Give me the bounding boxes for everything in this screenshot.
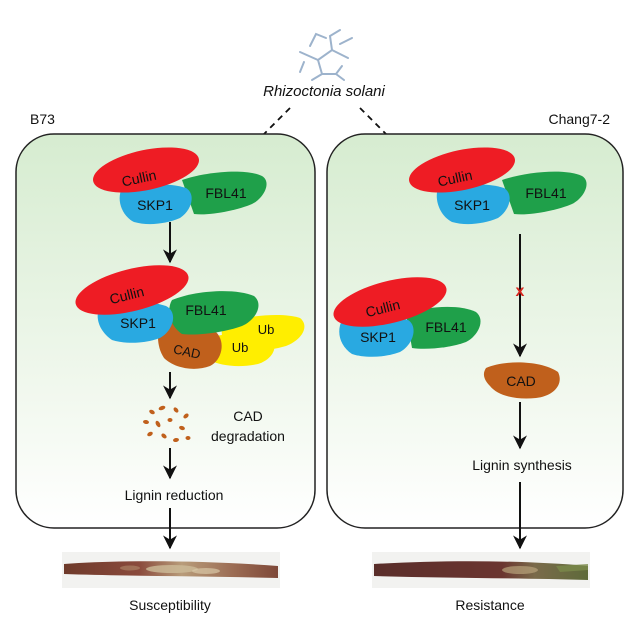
cullin-shape (409, 147, 515, 193)
healthy-stem-photo (372, 552, 590, 588)
cullin-label: Cullin (120, 167, 158, 190)
fbl41-label: FBL41 (205, 185, 246, 201)
lignin-reduction-label: Lignin reduction (125, 487, 224, 503)
right-top-complex: Cullin SKP1 FBL41 (409, 147, 587, 225)
left-top-complex: Cullin SKP1 FBL41 (93, 147, 267, 225)
cad-shape (483, 362, 560, 399)
cullin-shape (93, 147, 199, 193)
right-panel-title: Chang7-2 (549, 111, 611, 127)
cad-label: CAD (506, 373, 536, 389)
skp1-shape (436, 184, 510, 225)
ub-label-1: Ub (258, 322, 275, 337)
skp1-label: SKP1 (137, 197, 173, 213)
skp1-label: SKP1 (120, 315, 156, 331)
cullin-shape (333, 277, 447, 327)
cullin-label: Cullin (436, 167, 474, 190)
right-side-complex: Cullin SKP1 FBL41 (333, 277, 481, 357)
ub-label-2: Ub (232, 340, 249, 355)
pathogen-label: Rhizoctonia solani (263, 83, 385, 100)
blocked-mark: x (516, 283, 525, 300)
fungal-hyphae-icon (299, 29, 353, 81)
cad-degradation-label-line1: CAD (233, 408, 263, 424)
cad-label: CAD (172, 341, 202, 361)
ub-shape-2 (205, 333, 275, 367)
resistance-label: Resistance (455, 597, 524, 613)
fbl41-shape (502, 171, 587, 215)
left-bound-complex: Cullin SKP1 FBL41 CAD Ub Ub (75, 265, 305, 369)
fbl41-shape (182, 171, 267, 215)
fbl41-label: FBL41 (425, 319, 466, 335)
cad-fragments-icon (143, 405, 191, 443)
lignin-synthesis-label: Lignin synthesis (472, 457, 572, 473)
fbl41-label: FBL41 (525, 185, 566, 201)
diseased-stem-photo (62, 552, 280, 588)
left-panel-title: B73 (30, 111, 55, 127)
fbl41-shape (406, 306, 481, 349)
skp1-label: SKP1 (454, 197, 490, 213)
skp1-label: SKP1 (360, 329, 396, 345)
fbl41-shape (169, 291, 259, 335)
skp1-shape (119, 184, 192, 225)
susceptibility-label: Susceptibility (129, 597, 211, 613)
cullin-shape (75, 265, 189, 315)
fbl41-label: FBL41 (185, 302, 226, 318)
cad-degradation-label-line2: degradation (211, 428, 285, 444)
